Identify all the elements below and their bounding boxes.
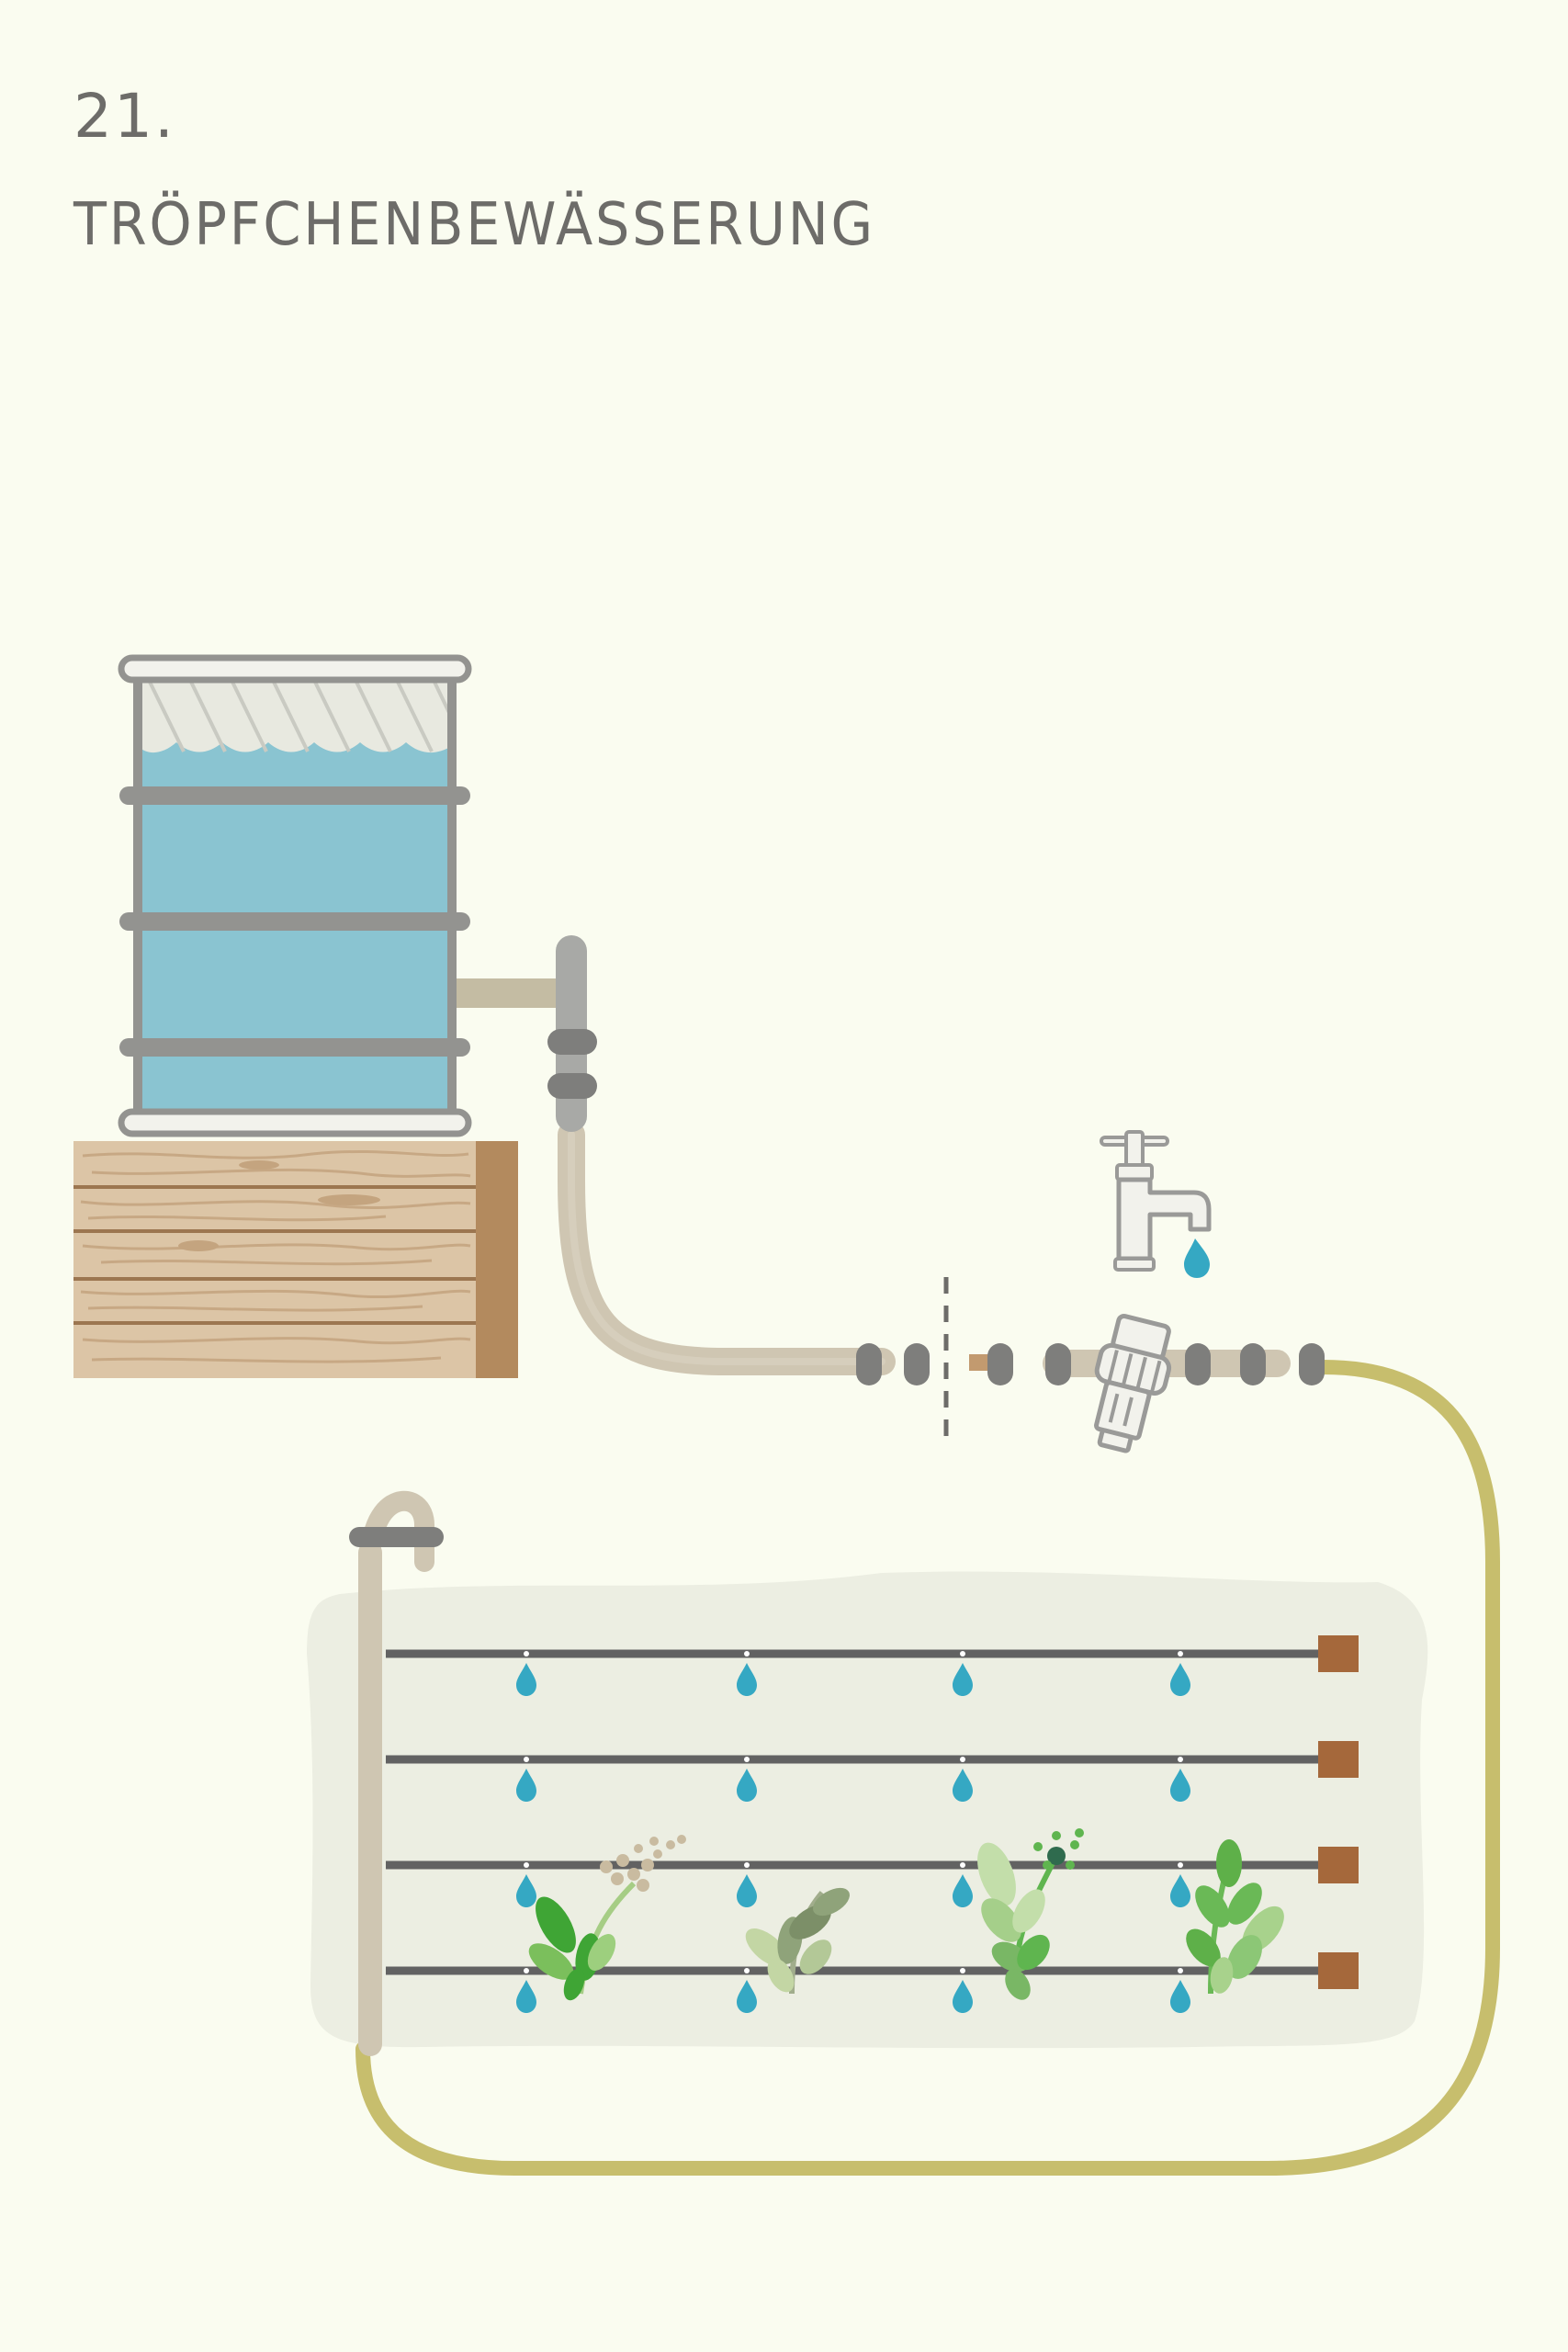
seed — [611, 1872, 624, 1885]
garden-hose-icon — [355, 1360, 1500, 2176]
seed — [677, 1835, 686, 1844]
chapter-number: 21. — [73, 81, 175, 152]
outlet-pipe-icon — [397, 935, 896, 1375]
water-drop — [953, 1874, 973, 1907]
plant-icon — [745, 1887, 850, 1995]
end-cap — [1318, 1952, 1359, 1989]
leaf — [528, 1943, 574, 1980]
leaf — [1210, 1957, 1234, 1994]
plant-icon — [977, 1828, 1084, 2000]
leaf — [977, 1842, 1016, 1906]
leaf — [813, 1887, 850, 1917]
seed — [627, 1868, 640, 1881]
leaf — [1012, 1889, 1045, 1933]
seed — [637, 1879, 649, 1892]
water-drop — [1170, 1980, 1190, 2013]
hose-filter-icon — [1094, 1314, 1172, 1453]
leaf — [799, 1939, 832, 1974]
emitter — [744, 1862, 750, 1868]
water-drop — [953, 1980, 973, 2013]
flower-petal — [1075, 1828, 1084, 1838]
end-cap — [1318, 1635, 1359, 1672]
seed — [653, 1849, 662, 1859]
emitter — [524, 1968, 529, 1973]
end-cap — [1318, 1847, 1359, 1883]
seed — [634, 1844, 643, 1853]
leaf — [1195, 1885, 1230, 1928]
seed — [616, 1854, 629, 1867]
leaf — [767, 1958, 795, 1993]
water-drop — [737, 1980, 757, 2013]
emitter — [960, 1651, 965, 1657]
water-drop — [516, 1980, 536, 2013]
water-drop — [737, 1663, 757, 1696]
leaf — [536, 1896, 576, 1953]
water-drop — [516, 1874, 536, 1907]
seed — [641, 1859, 654, 1871]
seed — [649, 1837, 659, 1846]
emitter — [1178, 1651, 1183, 1657]
water-tap-icon — [1100, 1130, 1212, 1278]
leaf — [1227, 1935, 1262, 1979]
water-drop — [737, 1874, 757, 1907]
plants-group — [528, 1828, 1284, 2001]
water-drop — [953, 1663, 973, 1696]
water-drop — [1170, 1769, 1190, 1802]
hose-connectors — [856, 1277, 1325, 1442]
flower-petal — [1033, 1842, 1043, 1851]
end-cap — [1318, 1741, 1359, 1778]
emitter — [524, 1862, 529, 1868]
seed — [600, 1860, 613, 1873]
water-drop — [737, 1769, 757, 1802]
drip-lines-icon — [386, 1635, 1359, 2013]
plant-icon — [1186, 1839, 1284, 1995]
leaf — [745, 1928, 789, 1967]
emitter — [1178, 1862, 1183, 1868]
emitter — [960, 1862, 965, 1868]
emitter — [744, 1757, 750, 1762]
flower-petal — [1070, 1840, 1079, 1849]
emitter — [1178, 1968, 1183, 1973]
emitter — [744, 1968, 750, 1973]
emitter — [524, 1757, 529, 1762]
seed — [666, 1840, 675, 1849]
leaf — [981, 1898, 1021, 1942]
emitter — [960, 1757, 965, 1762]
garden-bed — [307, 1571, 1428, 2049]
leaf — [563, 1968, 585, 2001]
rain-barrel-icon — [118, 654, 472, 1137]
water-drop — [1170, 1874, 1190, 1907]
water-drop — [953, 1769, 973, 1802]
flower-center — [1047, 1847, 1066, 1865]
emitter — [960, 1968, 965, 1973]
page-title: TRÖPFCHENBEWÄSSERUNG — [73, 191, 875, 259]
emitter — [524, 1651, 529, 1657]
water-drop — [1170, 1663, 1190, 1696]
feeder-pipe-icon — [349, 1490, 444, 2056]
flower-petal — [1052, 1831, 1061, 1840]
flower-petal — [1043, 1860, 1052, 1870]
emitter — [744, 1651, 750, 1657]
leaf — [1186, 1928, 1221, 1967]
water-drop — [516, 1663, 536, 1696]
leaf — [1216, 1839, 1242, 1887]
leaf — [587, 1934, 616, 1971]
flower-petal — [1066, 1860, 1075, 1870]
wooden-crate-icon — [73, 1141, 518, 1378]
leaf — [1227, 1883, 1262, 1925]
leaf — [1017, 1934, 1050, 1971]
emitter — [1178, 1757, 1183, 1762]
plant-icon — [528, 1835, 686, 2001]
water-drop — [516, 1769, 536, 1802]
leaf — [1005, 1969, 1031, 2000]
